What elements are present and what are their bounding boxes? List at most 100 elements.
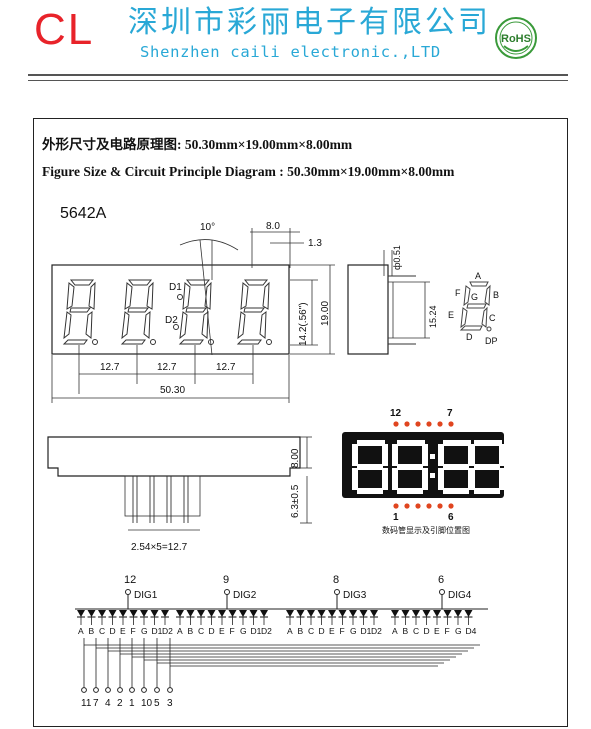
bottom-pin-10: 10 [141, 698, 153, 709]
seg-dig1-d1: D1 [152, 626, 163, 636]
digit-pin-6: 6 [438, 574, 444, 586]
diode-dig2-e [218, 610, 226, 617]
segment-legend: A B C D E F G DP [448, 271, 499, 346]
digit-pin-9: 9 [223, 574, 229, 586]
diode-dig4-g [454, 610, 462, 617]
seg-label-dp: DP [485, 336, 498, 346]
seg-dig2-c: C [198, 626, 204, 636]
digit-name-dig4: DIG4 [448, 590, 472, 601]
seg-dig3-f: F [340, 626, 345, 636]
bottom-pin-5: 5 [154, 698, 160, 709]
diode-dig1-e [119, 610, 127, 617]
seg-dig3-b: B [298, 626, 304, 636]
seg-dig1-b: B [89, 626, 95, 636]
bottom-pin-3: 3 [167, 698, 173, 709]
dim-seg-width: 8.0 [266, 221, 280, 232]
dim-total-width: 50.30 [160, 385, 185, 396]
seg-dig4-c: C [413, 626, 419, 636]
digit-name-dig3: DIG3 [343, 590, 367, 601]
seg-dig2-d2: D2 [261, 626, 272, 636]
diode-dig4-f [443, 610, 452, 617]
digit-name-dig1: DIG1 [134, 590, 158, 601]
seg-dig3-a: A [287, 626, 293, 636]
seg-dig3-d: D [319, 626, 325, 636]
label-d1: D1 [169, 282, 182, 293]
company-logo: CL [34, 5, 95, 54]
diode-dig4-d4 [464, 610, 473, 617]
colon-dot-upper [177, 294, 183, 300]
digit-pin-12: 12 [124, 574, 136, 586]
pins [132, 476, 189, 523]
seg-dig1-f: F [131, 626, 136, 636]
pin-label-1: 1 [393, 512, 399, 523]
seg-label-f: F [455, 288, 461, 298]
digit-name-dig2: DIG2 [233, 590, 257, 601]
seg-dig3-c: C [308, 626, 314, 636]
bottom-pin-11: 11 [81, 698, 92, 709]
diode-dig2-a [176, 610, 184, 617]
dim-pin-dia: ф0.51 [392, 245, 402, 270]
seg-dig2-e: E [219, 626, 225, 636]
seg-label-a: A [475, 271, 481, 281]
diode-dig2-d2 [260, 610, 268, 617]
label-d2: D2 [165, 315, 178, 326]
seg-dig2-b: B [188, 626, 194, 636]
seg-dig3-e: E [329, 626, 335, 636]
seg-dig4-f: F [445, 626, 450, 636]
seg-dig2-a: A [177, 626, 183, 636]
diode-dig1-d2 [161, 610, 169, 617]
bottom-pin-2: 2 [117, 698, 123, 709]
digit-pin-8: 8 [333, 574, 339, 586]
digit-outline-4 [237, 279, 272, 345]
seg-dig4-d4: D4 [466, 626, 477, 636]
drawing-frame [33, 118, 568, 727]
front-view-body [51, 264, 290, 355]
seg-dig2-d: D [209, 626, 215, 636]
pin-dots-top [393, 421, 454, 427]
seg-dig4-a: A [392, 626, 398, 636]
diode-dig4-a [391, 610, 399, 617]
diode-dig4-c [412, 610, 420, 617]
diode-dig1-b [87, 610, 96, 617]
pin-label-7: 7 [447, 408, 453, 419]
digit-outline-3 [179, 279, 214, 345]
seg-dig1-d: D [110, 626, 116, 636]
seg-dig3-d2: D2 [371, 626, 382, 636]
display-digit-1 [352, 440, 388, 494]
diode-dig1-d [108, 610, 117, 617]
side-view-body [347, 264, 389, 355]
display-digit-4 [469, 440, 505, 494]
diode-dig2-f [228, 610, 237, 617]
seg-dig1-a: A [78, 626, 84, 636]
seg-dig1-d2: D2 [162, 626, 173, 636]
diode-dig3-f [338, 610, 347, 617]
seg-label-b: B [493, 290, 499, 300]
diode-dig3-d1 [359, 610, 368, 617]
rohs-text: RoHS [501, 33, 531, 45]
diode-dig2-b [186, 610, 195, 617]
dim-pitch-2: 12.7 [157, 362, 177, 373]
diode-dig3-a [286, 610, 294, 617]
dim-pitch-1: 12.7 [100, 362, 120, 373]
diode-dig1-g [140, 610, 148, 617]
diode-dig3-d2 [370, 610, 378, 617]
seg-dig3-d1: D1 [361, 626, 372, 636]
dim-side: 15.24 [428, 305, 438, 328]
header-rule [28, 74, 568, 76]
pin-dots-bottom [393, 503, 454, 509]
dim-pitch-3: 12.7 [216, 362, 236, 373]
diode-dig3-b [296, 610, 305, 617]
diode-dig2-d1 [249, 610, 258, 617]
seg-dig4-d: D [424, 626, 430, 636]
dim-seg-thick: 1.3 [308, 238, 322, 249]
diode-dig2-c [197, 610, 205, 617]
seg-dig1-e: E [120, 626, 126, 636]
diode-dig1-f [129, 610, 138, 617]
diode-dig1-c [98, 610, 106, 617]
diode-dig3-g [349, 610, 357, 617]
pin-label-6: 6 [448, 512, 454, 523]
dim-angle: 10° [200, 222, 215, 233]
rohs-badge: RoHS [495, 17, 537, 59]
